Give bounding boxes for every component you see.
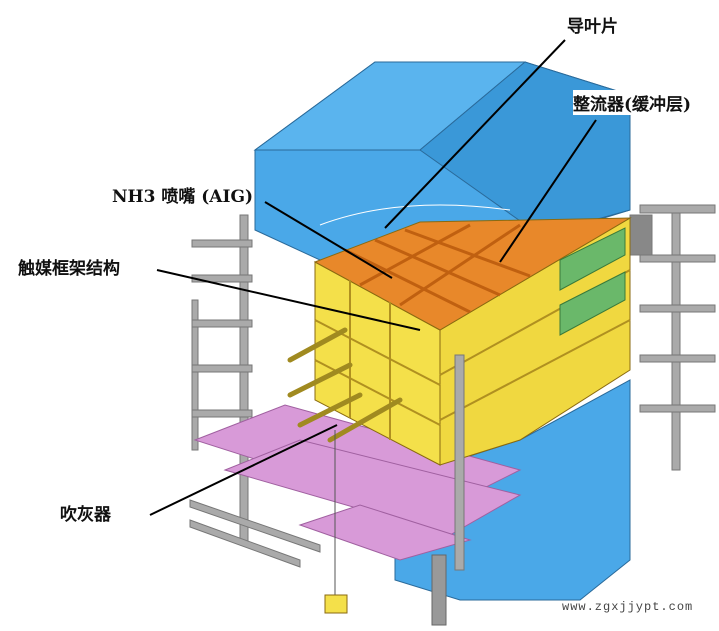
platforms (193, 404, 522, 561)
label-guide-vanes: 导叶片 (567, 17, 618, 37)
leader-lines (149, 39, 597, 516)
label-rectifier: 整流器(缓冲层) (573, 90, 692, 115)
right-steel-structure (629, 204, 716, 471)
left-steel-structure (189, 214, 321, 568)
watermark: www.zgxjjypt.com (562, 600, 694, 614)
soot-blower-lances (287, 327, 403, 443)
label-nh3-nozzle: NH3 喷嘴 (AIG) (112, 187, 254, 207)
label-soot-blower: 吹灰器 (60, 505, 111, 525)
label-catalyst-frame: 触媒框架结构 (18, 259, 120, 279)
